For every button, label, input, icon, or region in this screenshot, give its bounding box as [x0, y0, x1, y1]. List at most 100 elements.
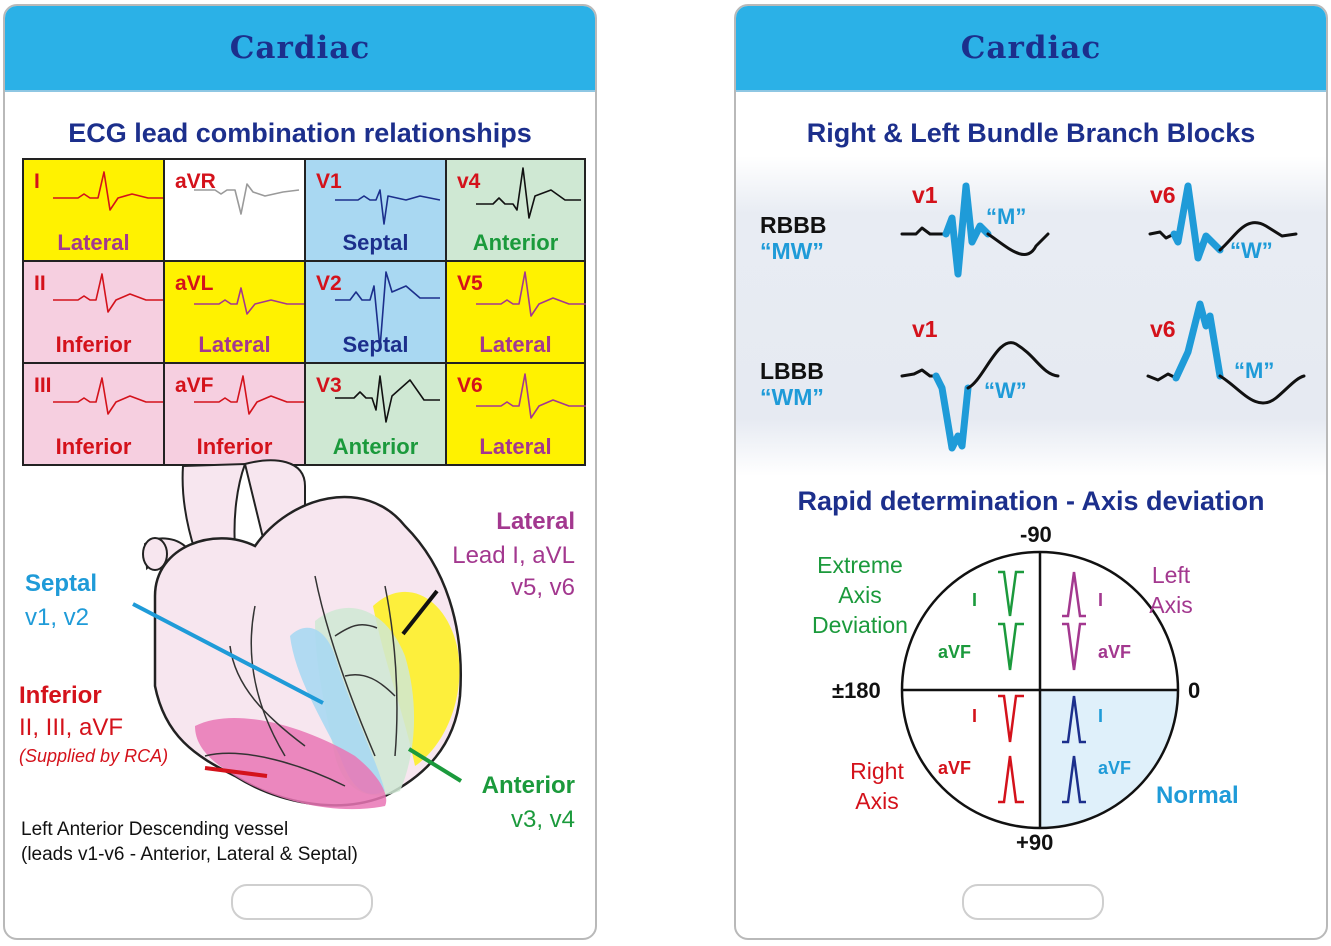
lbbb-v6-quote: “M”: [1234, 358, 1275, 383]
inferior-leads: II, III, aVF: [19, 714, 124, 741]
lbbb-label: LBBB: [760, 358, 824, 384]
ecg-trace: [53, 171, 163, 211]
ecg-trace: [476, 167, 581, 219]
ecg-lead-label: V5: [457, 272, 483, 295]
ecg-region-label: Inferior: [55, 434, 132, 459]
right-axis-lead-i: I: [972, 706, 978, 726]
rbbb-code: “MW”: [760, 238, 824, 264]
ecg-section-title: ECG lead combination relationships: [68, 118, 532, 148]
axis-diagram: [900, 550, 1180, 830]
ecg-cell: aVR: [163, 158, 306, 262]
heart-illustration: [132, 459, 463, 810]
axis-tick-right: 0: [1188, 678, 1201, 703]
great-vessels: [142, 459, 306, 571]
left-axis-waves: [1062, 571, 1086, 671]
ecg-trace: [476, 373, 586, 419]
ecg-region-label: Lateral: [198, 332, 271, 357]
lbbb-v6-waveform: [1146, 300, 1306, 405]
ecg-region-label: Inferior: [55, 332, 132, 357]
ecg-cell: aVL Lateral: [163, 260, 306, 364]
ecg-lead-label: II: [34, 272, 46, 295]
anterior-leads: v3, v4: [510, 806, 575, 833]
ecg-lead-label: V2: [316, 272, 342, 295]
lbbb-v6-label: v6: [1150, 316, 1176, 342]
ecg-lead-label: v4: [457, 170, 481, 193]
extreme-label-line3: Deviation: [812, 612, 908, 638]
lad-note-line2: (leads v1-v6 - Anterior, Lateral & Septa…: [21, 844, 358, 865]
rbbb-v1-waveform: [900, 182, 1050, 278]
normal-lead-avf: aVF: [1098, 758, 1132, 778]
extreme-label-line2: Axis: [838, 582, 882, 608]
normal-quadrant-fill: [1040, 690, 1178, 828]
ecg-region-label: Septal: [342, 332, 409, 357]
ecg-region-label: Septal: [342, 230, 409, 255]
right-axis-label-line2: Axis: [855, 788, 899, 814]
septal-region: [290, 627, 385, 795]
rbbb-v1-label: v1: [912, 182, 938, 208]
rbbb-v6-waveform: [1148, 182, 1298, 262]
ecg-lead-label: I: [34, 170, 40, 193]
axis-tick-bottom: +90: [1016, 830, 1054, 855]
left-axis-label-line2: Axis: [1149, 592, 1193, 618]
lad-note-line1: Left Anterior Descending vessel: [21, 819, 289, 840]
bbb-section-title: Right & Left Bundle Branch Blocks: [806, 118, 1256, 148]
axis-tick-top: -90: [1020, 522, 1052, 547]
card-title: Cardiac: [960, 30, 1102, 66]
rbbb-v1-quote: “M”: [986, 204, 1027, 229]
card-title: Cardiac: [229, 30, 371, 66]
ecg-trace: [335, 189, 441, 225]
inferior-note: (Supplied by RCA): [19, 746, 169, 766]
lanyard-slot: [962, 884, 1104, 920]
anterior-pointer: [407, 747, 463, 783]
ecg-cell: III Inferior: [22, 362, 165, 466]
lateral-pointer: [401, 589, 439, 636]
lanyard-slot: [231, 884, 373, 920]
ecg-trace: [194, 287, 304, 315]
right-axis-label-line1: Right: [850, 758, 904, 784]
ecg-trace: [476, 271, 586, 317]
right-axis-waves: [998, 694, 1024, 804]
normal-label: Normal: [1156, 782, 1239, 809]
ecg-lead-label: aVL: [175, 272, 214, 295]
ecg-lead-label: III: [34, 374, 52, 397]
axis-tick-left: ±180: [832, 678, 881, 703]
ecg-lead-label: V6: [457, 374, 483, 397]
right-card: Cardiac Right & Left Bundle Branch Block…: [734, 4, 1328, 940]
ecg-region-label: Anterior: [332, 434, 419, 459]
extreme-lead-avf: aVF: [938, 642, 972, 662]
ecg-lead-label: aVR: [175, 170, 216, 193]
lateral-leads-line2: v5, v6: [510, 574, 575, 601]
extreme-lead-i: I: [972, 590, 978, 610]
ecg-region-label: Lateral: [479, 434, 552, 459]
left-axis-lead-avf: aVF: [1098, 642, 1132, 662]
ecg-cell: II Inferior: [22, 260, 165, 364]
card-header: Cardiac: [736, 6, 1326, 92]
bbb-panel: [736, 156, 1326, 476]
lateral-label: Lateral: [496, 508, 575, 535]
inferior-pointer: [204, 766, 268, 778]
left-axis-lead-i: I: [1098, 590, 1104, 610]
ecg-trace: [194, 375, 304, 415]
inferior-label: Inferior: [19, 682, 102, 709]
lateral-leads-line1: Lead I, aVL: [452, 542, 575, 569]
ecg-lead-label: V1: [316, 170, 342, 193]
normal-lead-i: I: [1098, 706, 1104, 726]
axis-section-title: Rapid determination - Axis deviation: [797, 486, 1265, 516]
lbbb-v1-quote: “W”: [984, 378, 1027, 403]
normal-waves: [1062, 695, 1086, 804]
rbbb-v6-quote: “W”: [1230, 238, 1273, 263]
bbb-waveforms: [900, 182, 1306, 452]
ecg-trace: [53, 273, 163, 313]
anterior-label: Anterior: [481, 772, 575, 799]
ecg-trace: [335, 375, 440, 423]
ecg-region-label: Lateral: [57, 230, 130, 255]
ecg-trace: [335, 271, 440, 349]
coronary-vessels: [204, 575, 398, 787]
